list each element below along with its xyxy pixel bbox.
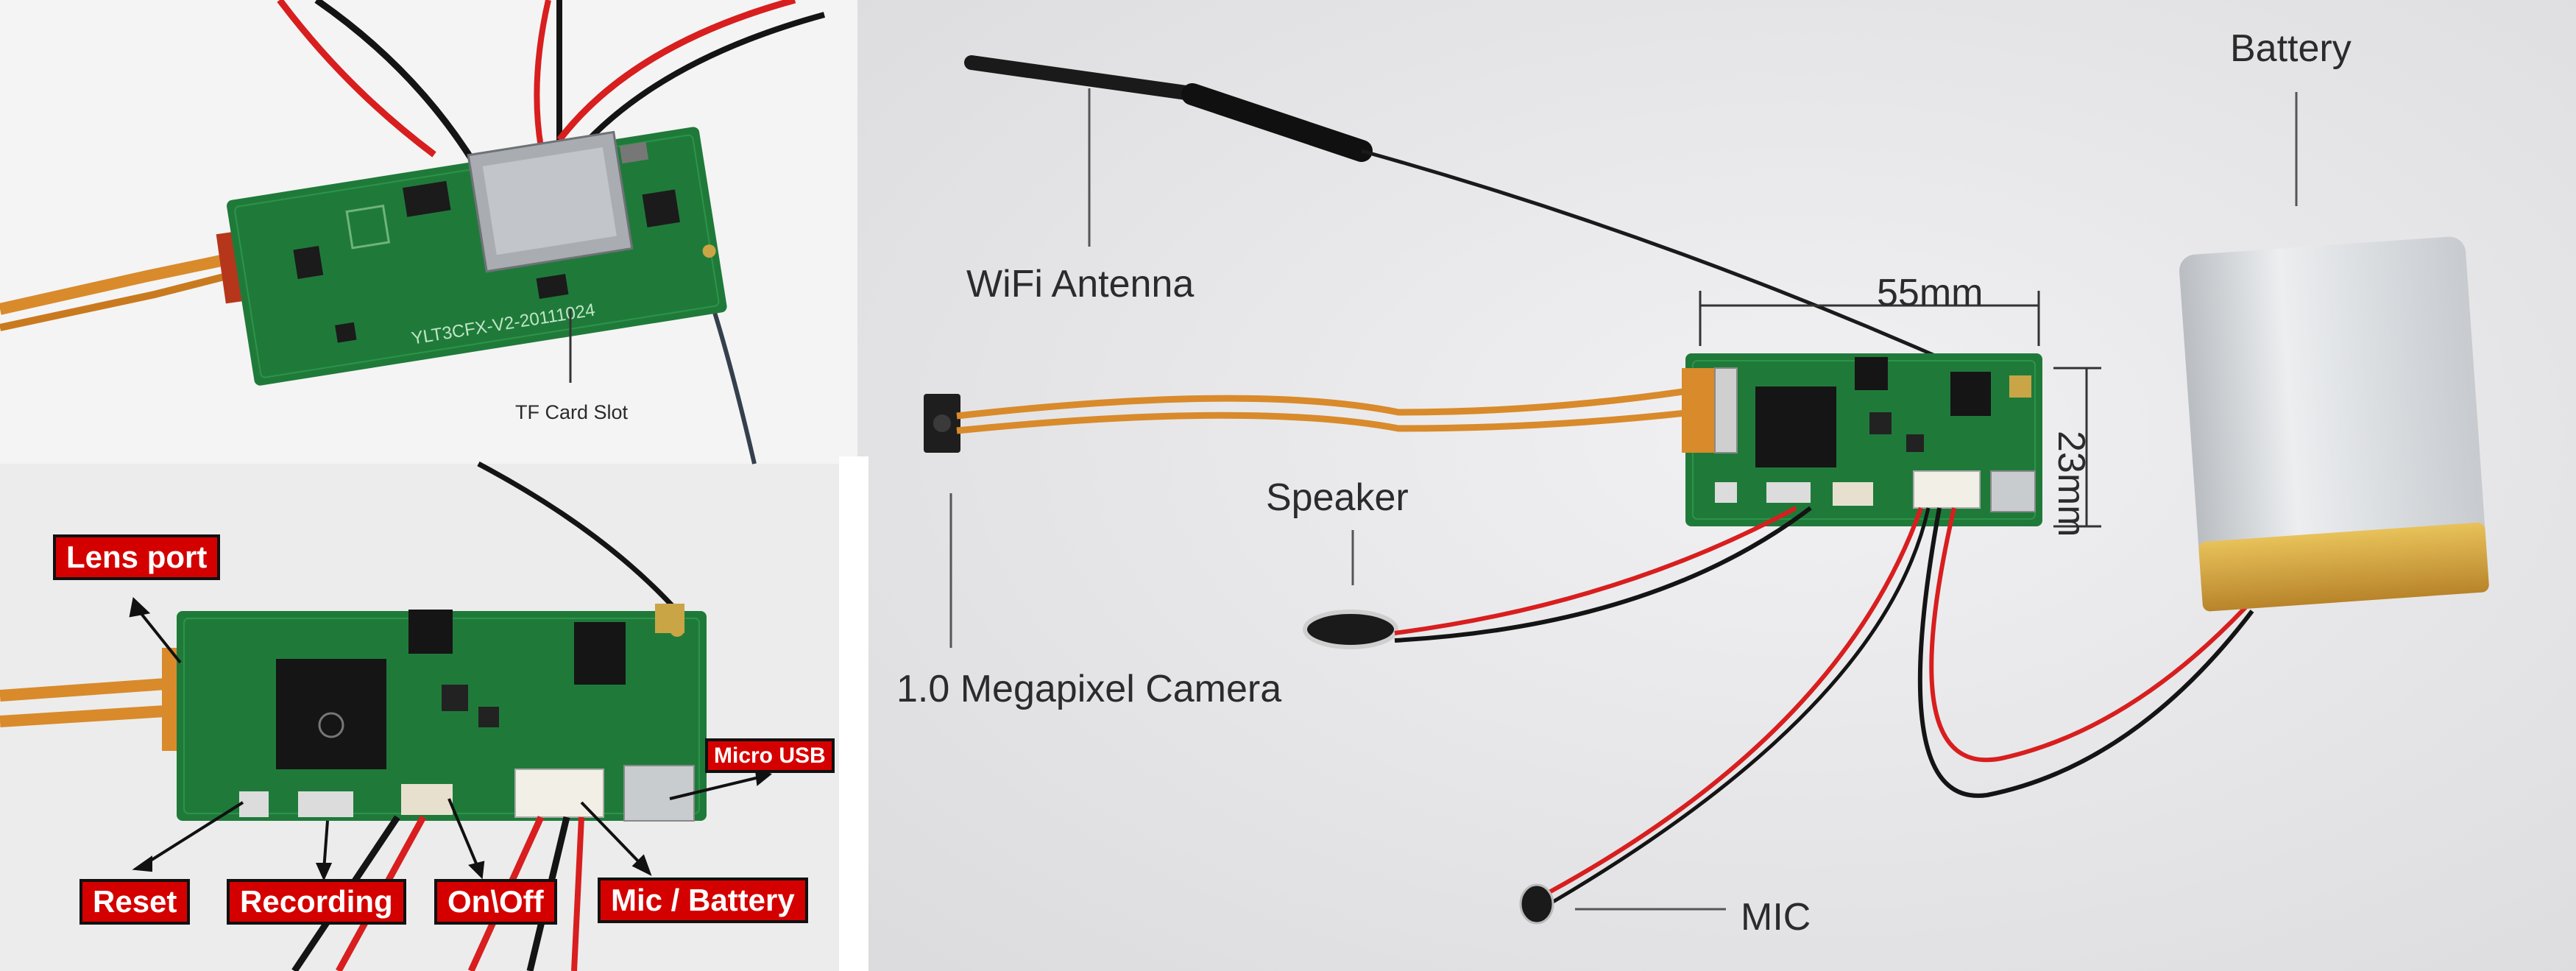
wifi-antenna-label: WiFi Antenna	[966, 263, 1195, 306]
dimension-lines	[1699, 291, 2101, 528]
on-off-callout: On\Off	[434, 879, 557, 925]
mic-battery-callout: Mic / Battery	[598, 878, 808, 924]
speaker-part	[1303, 610, 1398, 649]
mic-part	[1519, 883, 1554, 925]
lens-port-callout: Lens port	[53, 534, 221, 581]
antenna-whip	[964, 55, 1214, 103]
recording-callout: Recording	[227, 879, 406, 925]
dimension-height-label: 23mm	[2050, 431, 2092, 537]
kit-assembly	[924, 55, 2489, 925]
mic-label: MIC	[1741, 896, 1811, 939]
battery-pack	[2179, 236, 2489, 612]
speaker-label: Speaker	[1266, 476, 1409, 519]
reset-callout: Reset	[79, 879, 191, 925]
camera-label: 1.0 Megapixel Camera	[896, 668, 1282, 710]
battery-label: Battery	[2230, 27, 2352, 70]
pcb-front-view	[0, 461, 773, 971]
dimension-width-label: 55mm	[1877, 272, 1984, 314]
micro-usb-callout: Micro USB	[705, 738, 835, 773]
pcb-back-view: YLT3CFX-V2-20111024	[0, 0, 826, 465]
tf-card-slot-label: TF Card Slot	[515, 401, 629, 423]
